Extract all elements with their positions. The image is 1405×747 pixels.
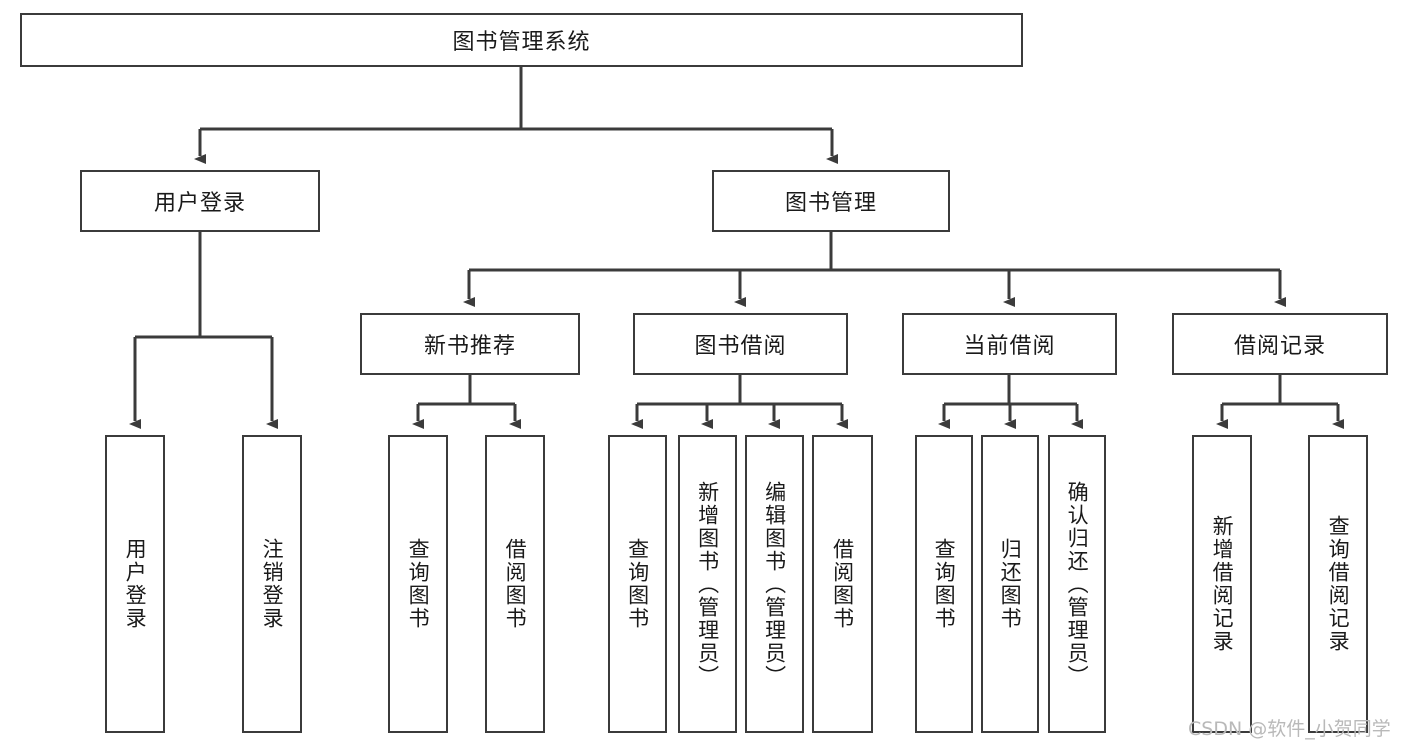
leaf-label: 归还图书	[998, 538, 1023, 630]
leaf-label: 新增借阅记录	[1210, 515, 1235, 653]
leaf-edit-book-admin[interactable]: 编辑图书（管理员）	[745, 435, 804, 733]
node-borrow-record-label: 借阅记录	[1233, 334, 1326, 359]
node-book-management[interactable]: 图书管理	[712, 170, 950, 232]
leaf-query-book-recommend[interactable]: 查询图书	[388, 435, 448, 733]
leaf-label: 借阅图书	[503, 538, 528, 630]
leaf-label: 编辑图书（管理员）	[762, 480, 787, 688]
leaf-user-login[interactable]: 用户登录	[105, 435, 165, 733]
leaf-label: 新增图书（管理员）	[695, 480, 720, 688]
leaf-label: 确认归还（管理员）	[1065, 480, 1090, 688]
leaf-borrow-book[interactable]: 借阅图书	[812, 435, 873, 733]
leaf-label: 查询图书	[932, 538, 957, 630]
node-new-book-recommend-label: 新书推荐	[423, 334, 516, 359]
node-root[interactable]: 图书管理系统	[20, 13, 1023, 67]
leaf-query-book-borrow[interactable]: 查询图书	[608, 435, 667, 733]
node-current-borrow-label: 当前借阅	[963, 334, 1056, 359]
leaf-label: 查询图书	[406, 538, 431, 630]
leaf-borrow-book-recommend[interactable]: 借阅图书	[485, 435, 545, 733]
leaf-query-book-current[interactable]: 查询图书	[915, 435, 973, 733]
node-borrow-record[interactable]: 借阅记录	[1172, 313, 1388, 375]
node-current-borrow[interactable]: 当前借阅	[902, 313, 1117, 375]
leaf-label: 注销登录	[260, 538, 285, 630]
leaf-add-borrow-record[interactable]: 新增借阅记录	[1192, 435, 1252, 733]
leaf-query-borrow-record[interactable]: 查询借阅记录	[1308, 435, 1368, 733]
node-new-book-recommend[interactable]: 新书推荐	[360, 313, 580, 375]
node-book-borrow[interactable]: 图书借阅	[633, 313, 848, 375]
node-root-label: 图书管理系统	[452, 30, 591, 55]
leaf-label: 用户登录	[123, 538, 148, 630]
leaf-return-book[interactable]: 归还图书	[981, 435, 1039, 733]
node-book-borrow-label: 图书借阅	[694, 334, 787, 359]
leaf-label: 查询借阅记录	[1326, 515, 1351, 653]
node-user-login[interactable]: 用户登录	[80, 170, 320, 232]
leaf-label: 查询图书	[625, 538, 650, 630]
leaf-confirm-return-admin[interactable]: 确认归还（管理员）	[1048, 435, 1106, 733]
leaf-label: 借阅图书	[830, 538, 855, 630]
node-user-login-label: 用户登录	[153, 191, 246, 216]
leaf-add-book-admin[interactable]: 新增图书（管理员）	[678, 435, 737, 733]
node-book-management-label: 图书管理	[784, 191, 877, 216]
leaf-logout[interactable]: 注销登录	[242, 435, 302, 733]
watermark: CSDN @软件_小贺同学	[1188, 718, 1391, 740]
